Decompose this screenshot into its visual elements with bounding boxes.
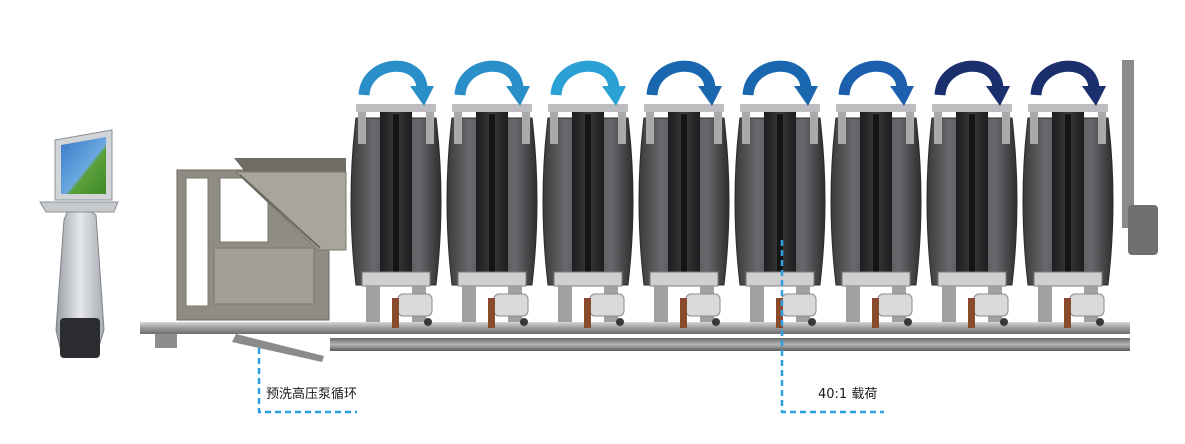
washer-drum-8 [1022, 60, 1114, 328]
callout-load-ratio [780, 240, 884, 414]
washer-drums [350, 60, 1114, 328]
rotation-arrow-icon [838, 60, 914, 106]
callout-prewash [257, 348, 357, 414]
load-ratio-label: 40:1 载荷 [818, 387, 878, 402]
washer-drum-5 [734, 60, 826, 328]
touchscreen-kiosk-icon [39, 129, 119, 358]
washer-drum-4 [638, 60, 730, 328]
rotation-arrow-icon [742, 60, 818, 106]
washer-drum-2 [446, 60, 538, 328]
loading-hopper [176, 158, 347, 321]
rotation-arrow-icon [934, 60, 1010, 106]
washer-drum-1 [350, 60, 442, 328]
washer-drum-7 [926, 60, 1018, 328]
rotation-arrow-icon [1030, 60, 1106, 106]
prewash-pump-label: 预洗高压泵循环 [266, 387, 358, 402]
rotation-arrow-icon [454, 60, 530, 106]
rotation-arrow-icon [358, 60, 434, 106]
washer-drum-6 [830, 60, 922, 328]
base-rail [140, 322, 1130, 362]
tunnel-end-unit [1122, 60, 1158, 255]
washer-drum-3 [542, 60, 634, 328]
rotation-arrow-icon [646, 60, 722, 106]
rotation-arrow-icon [550, 60, 626, 106]
